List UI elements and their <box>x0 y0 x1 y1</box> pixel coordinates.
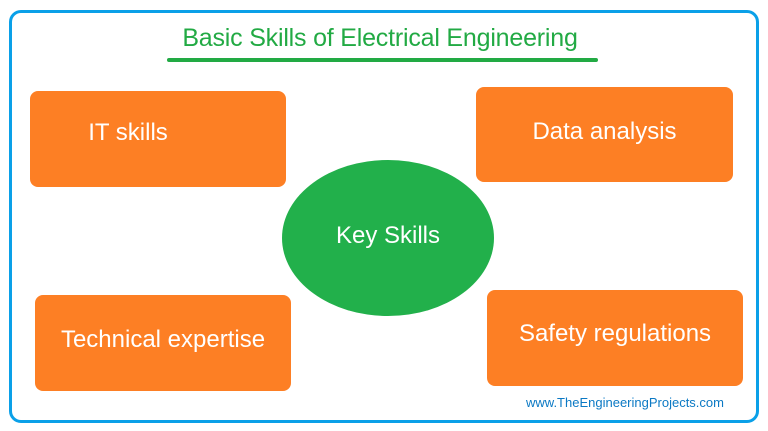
center-ellipse-key-skills: Key Skills <box>282 160 494 316</box>
skill-box-data-analysis: Data analysis <box>476 87 733 182</box>
skill-label: Safety regulations <box>518 320 712 347</box>
title-underline <box>167 58 598 62</box>
diagram-title: Basic Skills of Electrical Engineering <box>182 24 578 52</box>
skill-box-technical-expertise: Technical expertise <box>35 295 291 391</box>
skill-box-safety-regulations: Safety regulations <box>487 290 743 386</box>
skill-label: Data analysis <box>532 117 677 145</box>
skill-label: IT skills <box>88 119 168 146</box>
skill-label: Technical expertise <box>60 326 266 353</box>
center-label: Key Skills <box>335 222 441 249</box>
footer-website: www.TheEngineeringProjects.com <box>526 395 724 410</box>
skill-box-it-skills: IT skills <box>30 91 286 187</box>
